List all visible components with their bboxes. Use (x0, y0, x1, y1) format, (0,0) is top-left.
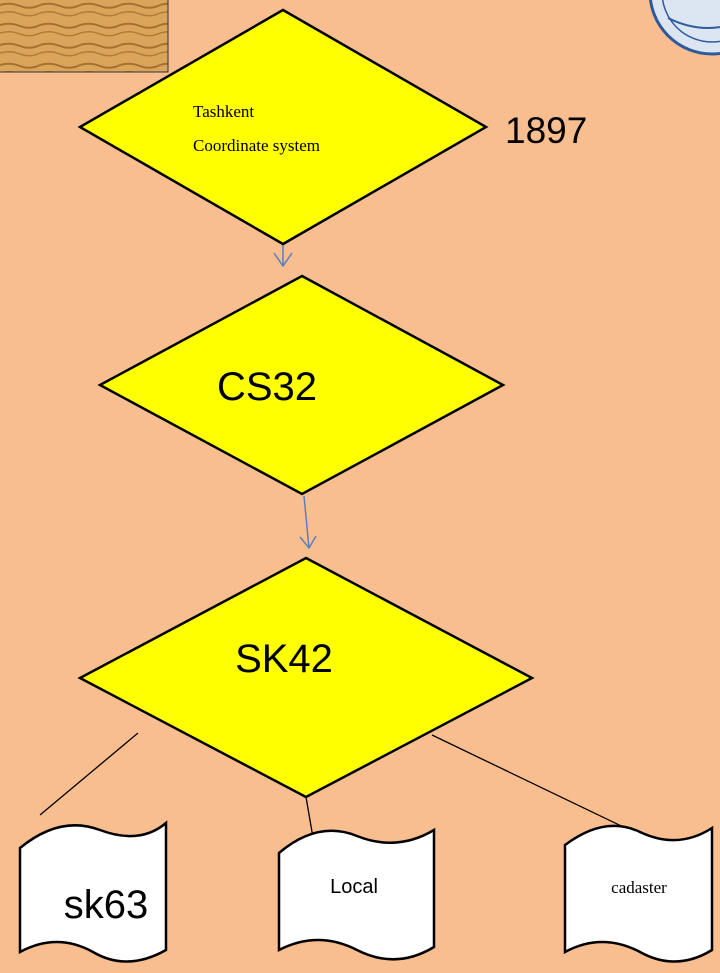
decision-sk42: SK42 (77, 556, 535, 799)
cs32-label: CS32 (217, 365, 317, 409)
wood-texture-image (0, 0, 169, 73)
university-seal-icon (649, 0, 720, 56)
tashkent-line1-label: Tashkent (193, 102, 254, 121)
sk63-label: sk63 (64, 883, 149, 927)
document-local: Local (277, 827, 436, 961)
sk42-label: SK42 (235, 637, 333, 681)
decision-tashkent: Tashkent Coordinate system (77, 8, 489, 246)
connector-sk42-sk63 (39, 732, 139, 816)
year-label: 1897 (505, 110, 587, 151)
decision-cs32: CS32 (97, 274, 506, 496)
cadaster-label: cadaster (611, 878, 667, 897)
connector-cs32-sk42 (299, 495, 317, 550)
connector-sk42-cadaster (431, 734, 641, 836)
document-sk63: sk63 (18, 820, 168, 963)
document-cadaster: cadaster (563, 824, 714, 963)
local-label: Local (330, 876, 378, 898)
tashkent-line2-label: Coordinate system (193, 136, 320, 155)
